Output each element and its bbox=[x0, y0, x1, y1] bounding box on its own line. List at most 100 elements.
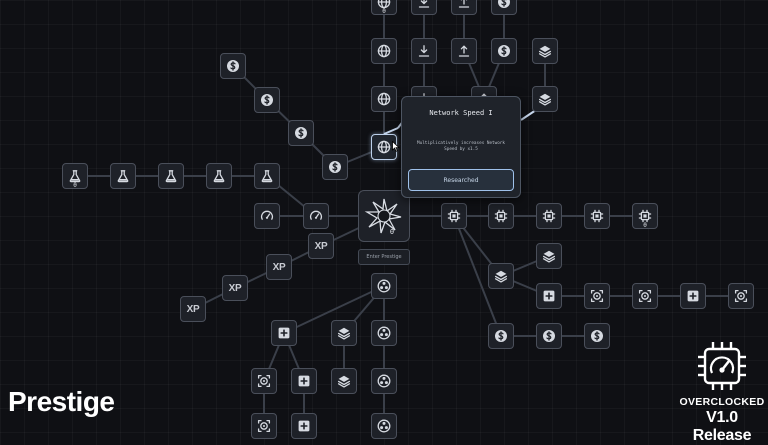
skill-node-target[interactable] bbox=[251, 413, 277, 439]
skill-node-gauge[interactable] bbox=[303, 203, 329, 229]
skill-node-dollar[interactable] bbox=[488, 323, 514, 349]
flask-icon bbox=[117, 170, 129, 183]
download-icon bbox=[418, 45, 430, 57]
skill-node-layers[interactable] bbox=[536, 243, 562, 269]
skill-node-swirl[interactable] bbox=[371, 320, 397, 346]
skill-node-flask[interactable] bbox=[110, 163, 136, 189]
dollar-icon bbox=[498, 45, 510, 57]
skill-node-plus[interactable] bbox=[291, 413, 317, 439]
skill-node-upload[interactable] bbox=[451, 38, 477, 64]
brand-version: V1.0 Release bbox=[692, 409, 752, 444]
skill-node-xp[interactable]: XP bbox=[180, 296, 206, 322]
node-count: 0 bbox=[643, 222, 647, 229]
skill-node-dollar[interactable] bbox=[288, 120, 314, 146]
dollar-icon bbox=[227, 60, 239, 72]
gauge-icon bbox=[260, 210, 274, 220]
skill-node-download[interactable] bbox=[411, 0, 437, 15]
prestige-core-node[interactable]: 0 bbox=[358, 190, 410, 242]
chip-icon bbox=[638, 209, 652, 223]
skill-node-layers[interactable] bbox=[532, 38, 558, 64]
researched-button[interactable]: Researched bbox=[408, 169, 514, 191]
dollar-icon bbox=[498, 0, 510, 8]
swirl-icon bbox=[377, 419, 391, 433]
target-icon bbox=[734, 289, 748, 303]
skill-node-flask[interactable]: 0 bbox=[62, 163, 88, 189]
plus-icon bbox=[298, 375, 310, 387]
skill-node-chip[interactable] bbox=[488, 203, 514, 229]
upgrade-tooltip: Network Speed I Multiplicatively increas… bbox=[401, 96, 521, 198]
node-count: 0 bbox=[73, 182, 77, 189]
target-icon bbox=[590, 289, 604, 303]
spiked-core-icon bbox=[364, 198, 402, 234]
skill-node-swirl[interactable] bbox=[371, 368, 397, 394]
skill-node-swirl[interactable] bbox=[371, 413, 397, 439]
skill-node-dollar[interactable] bbox=[254, 87, 280, 113]
swirl-icon bbox=[377, 374, 391, 388]
dollar-icon bbox=[591, 330, 603, 342]
tree-edge bbox=[453, 215, 502, 337]
skill-node-dollar[interactable] bbox=[536, 323, 562, 349]
layers-icon bbox=[337, 375, 351, 388]
skill-node-target[interactable] bbox=[632, 283, 658, 309]
branding: OVERCLOCKED V1.0 Release bbox=[676, 338, 768, 444]
skill-node-dollar[interactable] bbox=[322, 154, 348, 180]
skill-node-xp[interactable]: XP bbox=[308, 233, 334, 259]
globe-icon bbox=[377, 44, 391, 58]
globe-icon bbox=[377, 92, 391, 106]
skill-node-plus[interactable] bbox=[291, 368, 317, 394]
skill-node-layers[interactable] bbox=[488, 263, 514, 289]
skill-node-download[interactable] bbox=[411, 38, 437, 64]
dollar-icon bbox=[329, 161, 341, 173]
skill-node-target[interactable] bbox=[584, 283, 610, 309]
skill-node-flask[interactable] bbox=[254, 163, 280, 189]
skill-node-flask[interactable] bbox=[206, 163, 232, 189]
skill-node-xp[interactable]: XP bbox=[222, 275, 248, 301]
skill-node-flask[interactable] bbox=[158, 163, 184, 189]
skill-node-target[interactable] bbox=[251, 368, 277, 394]
skill-node-plus[interactable] bbox=[680, 283, 706, 309]
skill-node-globe[interactable] bbox=[371, 86, 397, 112]
swirl-icon bbox=[377, 326, 391, 340]
skill-node-layers[interactable] bbox=[331, 368, 357, 394]
skill-node-chip[interactable]: 0 bbox=[632, 203, 658, 229]
skill-node-swirl[interactable] bbox=[371, 273, 397, 299]
flask-icon bbox=[165, 170, 177, 183]
chip-icon bbox=[494, 209, 508, 223]
skill-node-plus[interactable] bbox=[271, 320, 297, 346]
skill-node-layers[interactable] bbox=[532, 86, 558, 112]
mouse-cursor-icon bbox=[392, 141, 400, 152]
skill-node-xp[interactable]: XP bbox=[266, 254, 292, 280]
layers-icon bbox=[494, 270, 508, 283]
target-icon bbox=[257, 374, 271, 388]
skill-node-dollar[interactable] bbox=[491, 38, 517, 64]
tooltip-title: Network Speed I bbox=[429, 109, 493, 117]
skill-node-globe[interactable] bbox=[371, 38, 397, 64]
target-icon bbox=[638, 289, 652, 303]
skill-node-dollar[interactable] bbox=[584, 323, 610, 349]
layers-icon bbox=[337, 327, 351, 340]
tree-edge bbox=[283, 285, 385, 334]
chip-icon bbox=[447, 209, 461, 223]
xp-icon: XP bbox=[314, 240, 328, 252]
skill-node-dollar[interactable] bbox=[491, 0, 517, 15]
tooltip-description: Multiplicatively increases Network Speed… bbox=[417, 141, 505, 152]
skill-node-chip[interactable] bbox=[584, 203, 610, 229]
layers-icon bbox=[538, 93, 552, 106]
skill-node-chip[interactable] bbox=[441, 203, 467, 229]
skill-node-dollar[interactable] bbox=[220, 53, 246, 79]
chip-icon bbox=[542, 209, 556, 223]
skill-node-globe[interactable]: 0 bbox=[371, 0, 397, 15]
skill-node-gauge[interactable] bbox=[254, 203, 280, 229]
skill-node-plus[interactable] bbox=[536, 283, 562, 309]
dollar-icon bbox=[495, 330, 507, 342]
skill-node-layers[interactable] bbox=[331, 320, 357, 346]
xp-icon: XP bbox=[228, 282, 242, 294]
dollar-icon bbox=[543, 330, 555, 342]
enter-prestige-button[interactable]: Enter Prestige bbox=[358, 249, 410, 265]
skill-node-upload[interactable] bbox=[451, 0, 477, 15]
skill-node-chip[interactable] bbox=[536, 203, 562, 229]
flask-icon bbox=[261, 170, 273, 183]
core-count: 0 bbox=[389, 228, 395, 236]
skill-node-target[interactable] bbox=[728, 283, 754, 309]
